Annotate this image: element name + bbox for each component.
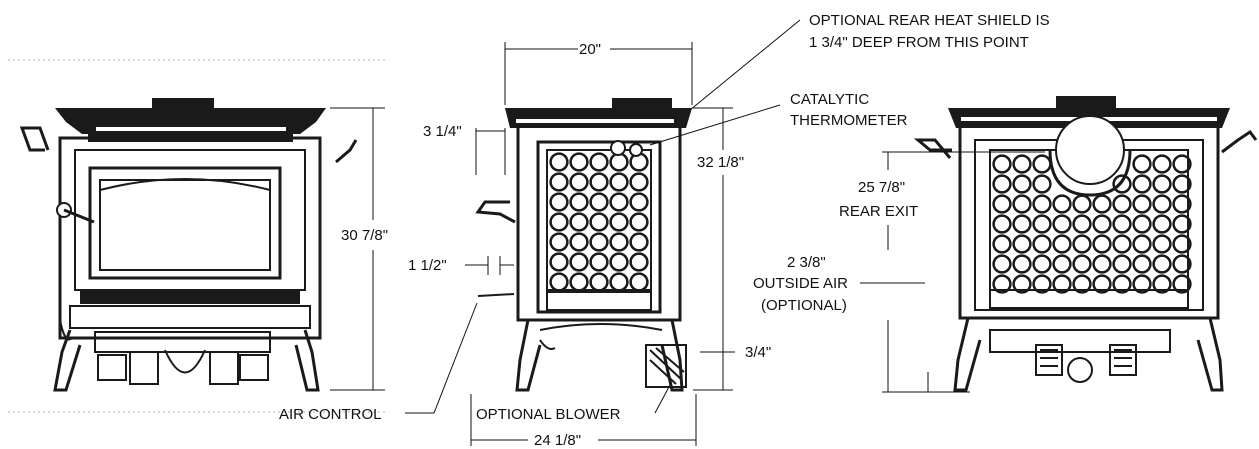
air-control-callout: AIR CONTROL bbox=[279, 406, 382, 423]
catalytic-callout-line2: THERMOMETER bbox=[790, 112, 908, 129]
heat-shield-callout-line2: 1 3/4" DEEP FROM THIS POINT bbox=[809, 34, 1029, 51]
optional-blower-callout: OPTIONAL BLOWER bbox=[476, 406, 621, 423]
rear-view-stove bbox=[913, 96, 1258, 392]
outside-air-text-label: OUTSIDE AIR bbox=[753, 275, 848, 292]
outside-air-note-label: (OPTIONAL) bbox=[761, 297, 847, 314]
side-view-stove bbox=[475, 98, 692, 392]
rear-exit-value-label: 25 7/8" bbox=[858, 179, 905, 196]
side-top-width-label: 20" bbox=[579, 41, 601, 58]
side-height-label: 32 1/8" bbox=[697, 154, 744, 171]
rear-panel-lattice bbox=[992, 154, 1192, 294]
front-view-stove bbox=[19, 98, 358, 392]
side-offset-mid-label: 1 1/2" bbox=[408, 257, 447, 274]
catalytic-callout-line1: CATALYTIC bbox=[790, 91, 869, 108]
heat-shield-callout-line1: OPTIONAL REAR HEAT SHIELD IS bbox=[809, 12, 1050, 29]
front-height-label: 30 7/8" bbox=[341, 227, 388, 244]
side-door-lattice bbox=[549, 152, 649, 292]
side-bottom-width-label: 24 1/8" bbox=[534, 432, 581, 449]
side-offset-top-label: 3 1/4" bbox=[423, 123, 462, 140]
rear-exit-text-label: REAR EXIT bbox=[839, 203, 918, 220]
outside-air-value-label: 2 3/8" bbox=[787, 254, 826, 271]
side-offset-bottom-label: 3/4" bbox=[745, 344, 771, 361]
